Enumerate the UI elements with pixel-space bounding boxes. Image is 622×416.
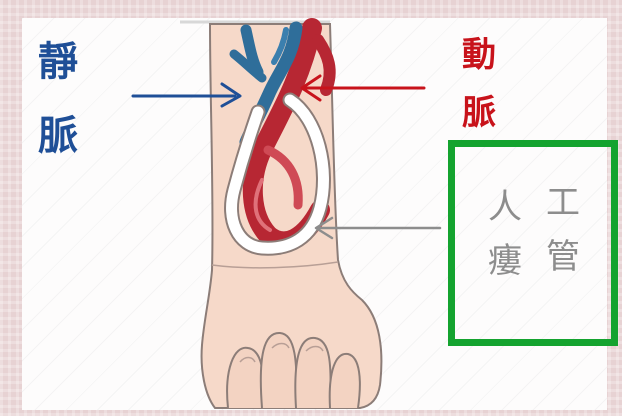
graft-label-col1-top: 人: [488, 190, 522, 224]
graft-label-col1-bottom: 瘻: [488, 244, 522, 278]
graft-label-col2-bottom: 管: [546, 240, 580, 274]
graft-highlight-box: [448, 140, 618, 346]
vein-label-line1: 靜: [38, 42, 78, 82]
finger-3: [295, 338, 330, 408]
artery-label-line2: 脈: [462, 96, 496, 130]
artery-label-line1: 動: [462, 38, 496, 72]
vein-label-line2: 脈: [38, 116, 78, 156]
graft-label-col2-top: 工: [546, 186, 580, 220]
